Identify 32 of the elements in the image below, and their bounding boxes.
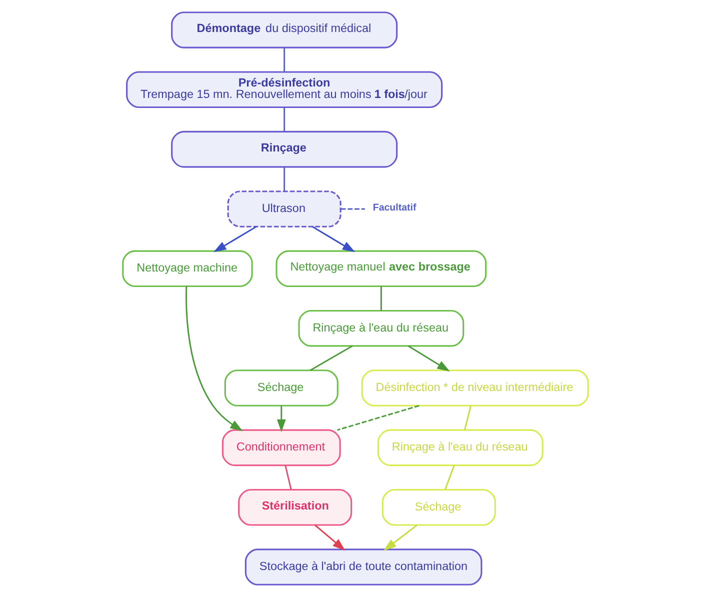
node-box: Pré-désinfection Trempage 15 mn. Renouvellement au moins 1 fois/jour bbox=[126, 71, 443, 108]
node-box: Nettoyage machine bbox=[122, 250, 253, 288]
connector bbox=[284, 465, 292, 490]
connector bbox=[337, 404, 420, 431]
connector bbox=[284, 48, 286, 72]
arrow bbox=[384, 524, 418, 551]
node-box: Rinçage bbox=[171, 130, 398, 168]
connector bbox=[464, 406, 472, 430]
node-box: Conditionnement bbox=[222, 429, 341, 466]
arrow bbox=[312, 226, 356, 252]
connector bbox=[340, 208, 365, 210]
node-box: Séchage bbox=[382, 488, 496, 526]
arrow bbox=[314, 524, 346, 551]
node-box: Rinçage à l'eau du réseau bbox=[377, 429, 544, 466]
node-box: Séchage bbox=[224, 370, 338, 406]
node-text: Facultatif bbox=[372, 202, 416, 214]
node-box: Nettoyage manuel avec brossage bbox=[276, 250, 487, 288]
connector bbox=[284, 107, 286, 132]
connector bbox=[310, 345, 353, 371]
arrow bbox=[276, 406, 286, 432]
arrow bbox=[214, 226, 257, 252]
arrow bbox=[186, 286, 243, 432]
node-box: Stérilisation bbox=[238, 488, 352, 526]
node-box: Démontage du dispositif médical bbox=[171, 12, 398, 48]
node-box: Rinçage à l'eau du réseau bbox=[298, 310, 464, 347]
connector bbox=[380, 286, 382, 310]
arrow bbox=[408, 345, 450, 372]
node-box: Stockage à l'abri de toute contamination bbox=[244, 548, 482, 586]
connector bbox=[284, 167, 286, 192]
node-box: Désinfection * de niveau intermédiaire bbox=[361, 370, 589, 406]
node-box: Ultrason bbox=[227, 190, 342, 228]
connector bbox=[444, 465, 455, 490]
